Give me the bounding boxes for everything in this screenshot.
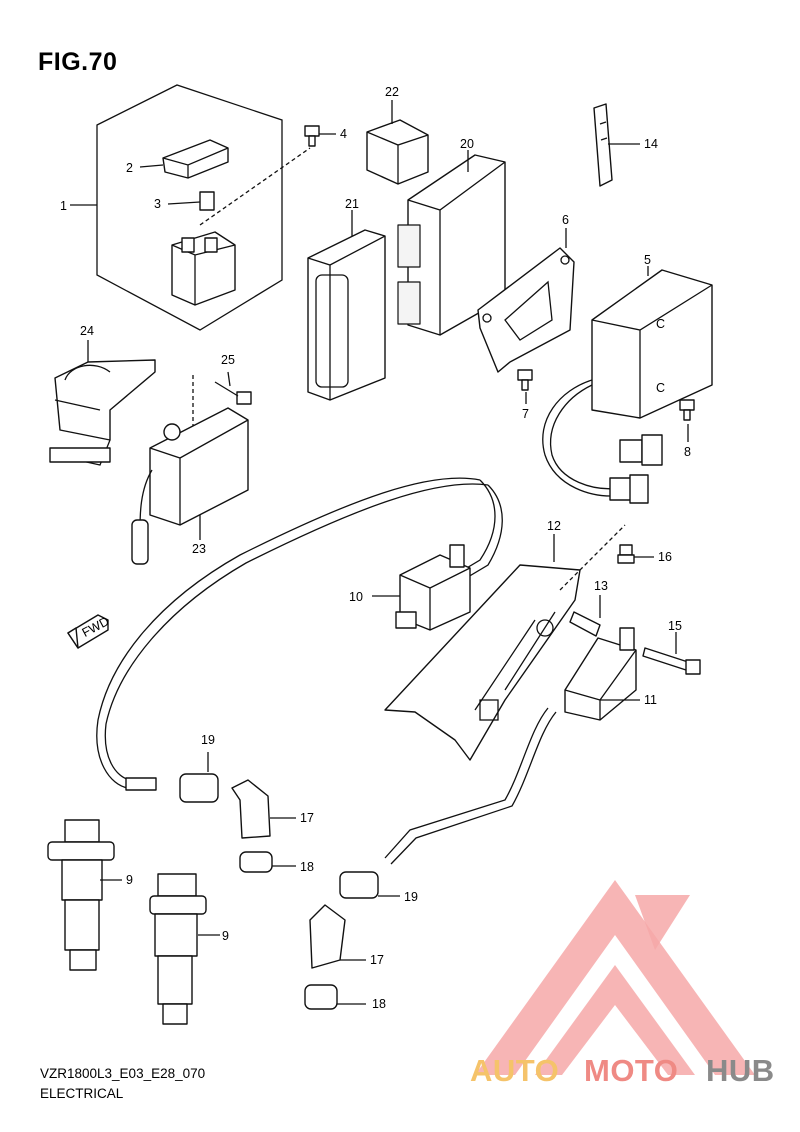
callout-18a: 18 xyxy=(300,860,314,874)
callout-23: 23 xyxy=(192,542,206,556)
ignition-cord-left xyxy=(96,477,503,791)
part-16-bolt xyxy=(617,544,654,564)
part-24-bracket xyxy=(49,340,156,466)
part-1-starter-relay xyxy=(171,147,311,306)
part-9-plug-coil-left xyxy=(47,819,122,971)
watermark-word-auto: AUTO xyxy=(470,1053,559,1088)
part-14-bracket xyxy=(593,103,640,187)
callout-7: 7 xyxy=(522,407,529,421)
part-18-grommet-lower xyxy=(304,984,366,1010)
callout-18b: 18 xyxy=(372,997,386,1011)
callout-12: 12 xyxy=(547,519,561,533)
part-6-mounting-plate xyxy=(477,228,575,373)
callout-1: 1 xyxy=(60,199,67,213)
part-18-grommet-upper xyxy=(239,851,296,873)
figure-section: ELECTRICAL xyxy=(40,1086,124,1101)
part-25-bolt xyxy=(192,371,252,440)
callout-19b: 19 xyxy=(404,890,418,904)
part-9-plug-coil-right xyxy=(149,873,220,1025)
callout-24: 24 xyxy=(80,324,94,338)
callout-9a: 9 xyxy=(126,873,133,887)
part-group-1-outline xyxy=(70,84,283,331)
watermark-logo xyxy=(475,880,755,1075)
part-13-spacer xyxy=(569,595,601,637)
part-3-fuse xyxy=(167,191,215,211)
part-12-coil-bracket xyxy=(384,524,626,761)
callout-22: 22 xyxy=(385,85,399,99)
callout-14: 14 xyxy=(644,137,658,151)
part-2-fuse-cover xyxy=(139,139,229,179)
callout-11: 11 xyxy=(644,693,657,707)
callout-20: 20 xyxy=(460,137,474,151)
callout-6: 6 xyxy=(562,213,569,227)
callout-17b: 17 xyxy=(370,953,384,967)
watermark-wordmark: AUTO MOTO HUB xyxy=(470,1053,775,1088)
callout-5: 5 xyxy=(644,253,651,267)
part-8-bolt xyxy=(679,399,695,442)
part-10-ignition-coil xyxy=(372,544,471,631)
callout-2: 2 xyxy=(126,161,133,175)
callout-9b: 9 xyxy=(222,929,229,943)
callout-16: 16 xyxy=(658,550,672,564)
callout-17a: 17 xyxy=(300,811,314,825)
callout-19a: 19 xyxy=(201,733,215,747)
figure-title: FIG.70 xyxy=(38,48,118,76)
callout-13: 13 xyxy=(594,579,608,593)
part-15-bolt xyxy=(642,632,701,675)
watermark-word-hub: HUB xyxy=(706,1053,775,1088)
callout-3: 3 xyxy=(154,197,161,211)
watermark-word-moto: MOTO xyxy=(584,1053,678,1088)
svg-text:C: C xyxy=(656,381,665,395)
callout-4: 4 xyxy=(340,127,347,141)
part-19-plug-cap-lower xyxy=(339,871,400,899)
part-19-plug-cap-upper xyxy=(179,752,219,803)
callout-10: 10 xyxy=(349,590,363,604)
part-22-relay xyxy=(366,100,429,185)
callout-21: 21 xyxy=(345,197,359,211)
part-21-ecm-holder xyxy=(307,210,386,401)
part-5-control-unit: C C xyxy=(542,266,713,504)
callout-25: 25 xyxy=(221,353,235,367)
svg-text:C: C xyxy=(656,317,665,331)
part-17-elbow-lower xyxy=(309,904,366,969)
callout-8: 8 xyxy=(684,445,691,459)
part-17-elbow-upper xyxy=(231,779,296,839)
callout-15: 15 xyxy=(668,619,682,633)
part-23-regulator xyxy=(131,407,249,565)
fwd-arrow-icon: FWD xyxy=(67,614,111,649)
part-11-ignition-coil xyxy=(564,627,640,721)
figure-code: VZR1800L3_E03_E28_070 xyxy=(40,1066,206,1081)
part-7-bolt xyxy=(517,369,533,404)
ignition-cord-right xyxy=(384,707,557,865)
part-4-bolt xyxy=(304,125,336,147)
